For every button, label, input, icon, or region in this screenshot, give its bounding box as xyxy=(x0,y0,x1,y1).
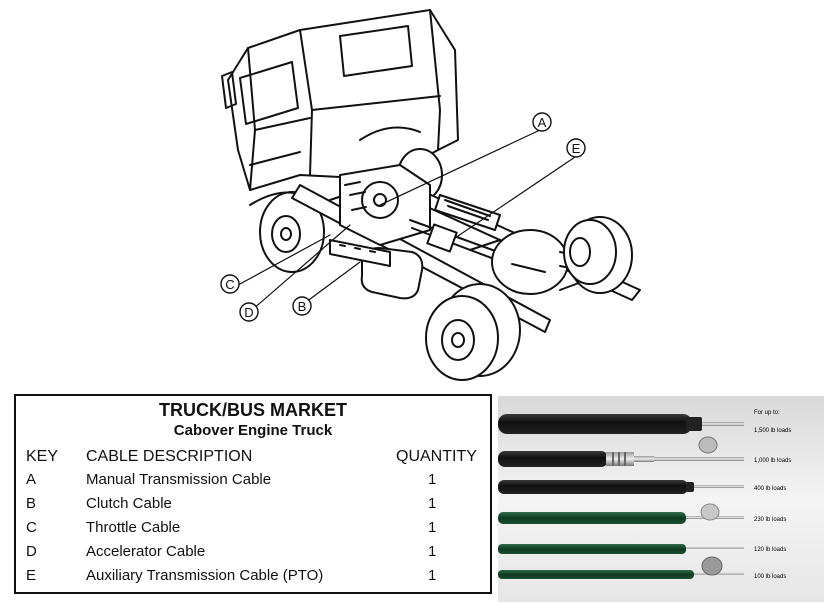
cable-120lb xyxy=(498,544,744,554)
truck-diagram: A E C D B xyxy=(220,9,641,381)
row-key: E xyxy=(26,567,37,584)
row-quantity: 1 xyxy=(428,543,437,560)
table-row: D Accelerator Cable 1 xyxy=(16,543,490,565)
callout-e-circle xyxy=(566,138,586,158)
callout-a: A xyxy=(538,115,547,130)
coin-dime xyxy=(700,503,720,521)
load-label: 100 lb loads xyxy=(754,574,786,580)
truck-cab xyxy=(221,9,459,191)
callout-d-circle xyxy=(239,302,259,322)
row-description: Clutch Cable xyxy=(86,495,172,512)
row-quantity: 1 xyxy=(428,471,437,488)
cable-table: TRUCK/BUS MARKET Cabover Engine Truck KE… xyxy=(14,394,492,594)
callout-c-circle xyxy=(220,274,240,294)
row-key: A xyxy=(26,471,37,488)
row-key: C xyxy=(26,519,37,536)
rear-right-wheel xyxy=(563,216,633,294)
cable-photo: For up to: 1,500 lb loads 1,000 lb loads… xyxy=(498,396,824,602)
load-label: 1,500 lb loads xyxy=(754,428,791,434)
load-label: 1,000 lb loads xyxy=(754,458,791,464)
callout-b-circle xyxy=(292,296,312,316)
row-description: Accelerator Cable xyxy=(86,543,206,560)
fuel-tank xyxy=(329,239,424,300)
row-quantity: 1 xyxy=(428,567,437,584)
row-key: D xyxy=(26,543,37,560)
load-label: 120 lb loads xyxy=(754,547,786,553)
header-description: CABLE DESCRIPTION xyxy=(86,448,253,465)
table-title: TRUCK/BUS MARKET xyxy=(159,400,347,420)
transmission xyxy=(339,164,521,269)
load-header: For up to: xyxy=(754,410,780,416)
table-row: B Clutch Cable 1 xyxy=(16,495,490,517)
cable-100lb xyxy=(498,556,744,579)
callout-leaders xyxy=(237,129,579,311)
row-quantity: 1 xyxy=(428,495,437,512)
callout-b: B xyxy=(298,299,307,314)
callout-a-circle xyxy=(532,112,552,132)
row-quantity: 1 xyxy=(428,519,437,536)
table-row: A Manual Transmission Cable 1 xyxy=(16,471,490,493)
callout-e: E xyxy=(572,141,581,156)
callout-c: C xyxy=(225,277,234,292)
cable-1500lb xyxy=(498,414,744,434)
cable-230lb xyxy=(498,503,744,524)
row-description: Auxiliary Transmission Cable (PTO) xyxy=(86,567,324,584)
table-row: E Auxiliary Transmission Cable (PTO) 1 xyxy=(16,567,490,589)
header-key: KEY xyxy=(26,448,59,465)
front-wheel xyxy=(249,191,325,273)
coin-nickel xyxy=(701,556,723,576)
header-quantity: QUANTITY xyxy=(396,448,477,465)
cable-1000lb xyxy=(498,436,744,467)
table-subtitle: Cabover Engine Truck xyxy=(173,422,333,439)
table-row: C Throttle Cable 1 xyxy=(16,519,490,541)
callout-d: D xyxy=(244,305,253,320)
load-label: 230 lb loads xyxy=(754,517,786,523)
row-description: Manual Transmission Cable xyxy=(86,471,272,488)
coin-quarter xyxy=(698,436,718,454)
row-description: Throttle Cable xyxy=(86,519,181,536)
cable-400lb xyxy=(498,480,744,494)
rear-left-wheel xyxy=(425,283,521,381)
load-label: 400 lb loads xyxy=(754,486,786,492)
row-key: B xyxy=(26,495,37,512)
